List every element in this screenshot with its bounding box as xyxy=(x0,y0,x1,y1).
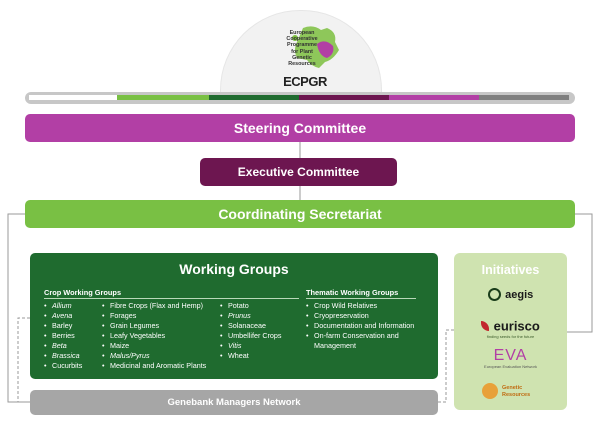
eva-tagline: European Evaluation Network xyxy=(484,364,537,369)
eurisco-text: eurisco xyxy=(493,318,540,334)
crop-list-col1: Allium Avena Barley Berries Beta Brassic… xyxy=(44,301,82,371)
ruler-seg-darkgreen xyxy=(209,95,299,100)
crop-item: Vitis xyxy=(220,341,282,351)
ruler-seg-grey xyxy=(479,95,569,100)
thematic-item: Cryopreservation xyxy=(306,311,424,321)
eurisco-logo: eurisco finding seeds for the future xyxy=(454,317,567,339)
aegis-icon xyxy=(487,288,501,302)
aegis-logo: aegis xyxy=(454,286,567,304)
connector-dashed-right xyxy=(438,329,454,403)
crop-item: Wheat xyxy=(220,351,282,361)
working-groups-box: Working Groups Crop Working Groups Alliu… xyxy=(30,253,438,379)
logo-line-5: Genetic xyxy=(292,54,312,61)
crop-item: Berries xyxy=(44,331,82,341)
crop-item: Potato xyxy=(220,301,282,311)
crop-working-groups-heading: Crop Working Groups xyxy=(44,288,299,299)
genetic-resources-text: Genetic Resources xyxy=(502,385,531,398)
logo-line-4: for Plant xyxy=(291,48,313,55)
crop-item: Prunus xyxy=(220,311,282,321)
crop-item: Grain Legumes xyxy=(102,321,206,331)
crop-item: Solanaceae xyxy=(220,321,282,331)
crop-list-col2: Fibre Crops (Flax and Hemp) Forages Grai… xyxy=(102,301,206,371)
logo-text: European Cooperative Programme for Plant… xyxy=(277,30,327,67)
crop-item: Fibre Crops (Flax and Hemp) xyxy=(102,301,206,311)
genetic-resources-icon xyxy=(482,383,498,399)
connector-right-bracket xyxy=(567,213,593,333)
crop-item: Beta xyxy=(44,341,82,351)
crop-item: Maize xyxy=(102,341,206,351)
aegis-text: aegis xyxy=(505,288,534,301)
connector-left-bracket xyxy=(7,213,30,403)
crop-item: Umbellifer Crops xyxy=(220,331,282,341)
crop-item: Leafy Vegetables xyxy=(102,331,206,341)
logo-line-6: Resources xyxy=(288,61,316,68)
crop-item: Brassica xyxy=(44,351,82,361)
eurisco-leaf-icon xyxy=(481,320,490,331)
crop-item: Medicinal and Aromatic Plants xyxy=(102,361,206,371)
crop-item: Allium xyxy=(44,301,82,311)
thematic-item: On-farm Conservation and Management xyxy=(306,331,424,351)
crop-item: Barley xyxy=(44,321,82,331)
genebank-managers-network-box: Genebank Managers Network xyxy=(30,390,438,415)
color-ruler xyxy=(25,92,575,104)
crop-item: Forages xyxy=(102,311,206,321)
thematic-item: Documentation and Information xyxy=(306,321,424,331)
initiatives-box: Initiatives aegis eurisco finding seeds … xyxy=(454,253,567,410)
eva-logo: EVA European Evaluation Network xyxy=(454,347,567,369)
thematic-working-groups-heading: Thematic Working Groups xyxy=(306,288,416,299)
executive-committee-box: Executive Committee xyxy=(200,158,397,186)
coordinating-secretariat-box: Coordinating Secretariat xyxy=(25,200,575,228)
eva-text: EVA xyxy=(493,347,528,364)
crop-item: Malus/Pyrus xyxy=(102,351,206,361)
ruler-seg-green xyxy=(117,95,209,100)
logo-line-1: European xyxy=(289,30,315,36)
eurisco-tagline: finding seeds for the future xyxy=(486,334,535,339)
logo-brand: ECPGR xyxy=(283,74,327,89)
crop-list-col3: Potato Prunus Solanaceae Umbellifer Crop… xyxy=(220,301,282,361)
logo-line-3: Programme xyxy=(287,42,317,49)
connector-dashed-left xyxy=(17,317,30,402)
crop-item: Cucurbits xyxy=(44,361,82,371)
crop-item: Avena xyxy=(44,311,82,321)
thematic-item: Crop Wild Relatives xyxy=(306,301,424,311)
steering-committee-box: Steering Committee xyxy=(25,114,575,142)
ruler-seg-plum xyxy=(299,95,389,100)
logo-line-2: Cooperative xyxy=(286,36,318,43)
working-groups-title: Working Groups xyxy=(179,261,289,277)
ruler-seg-white xyxy=(29,95,117,100)
europe-map-icon xyxy=(292,26,339,68)
ruler-seg-magenta xyxy=(389,95,479,100)
initiatives-title: Initiatives xyxy=(481,263,540,277)
thematic-list: Crop Wild Relatives Cryopreservation Doc… xyxy=(306,301,424,351)
